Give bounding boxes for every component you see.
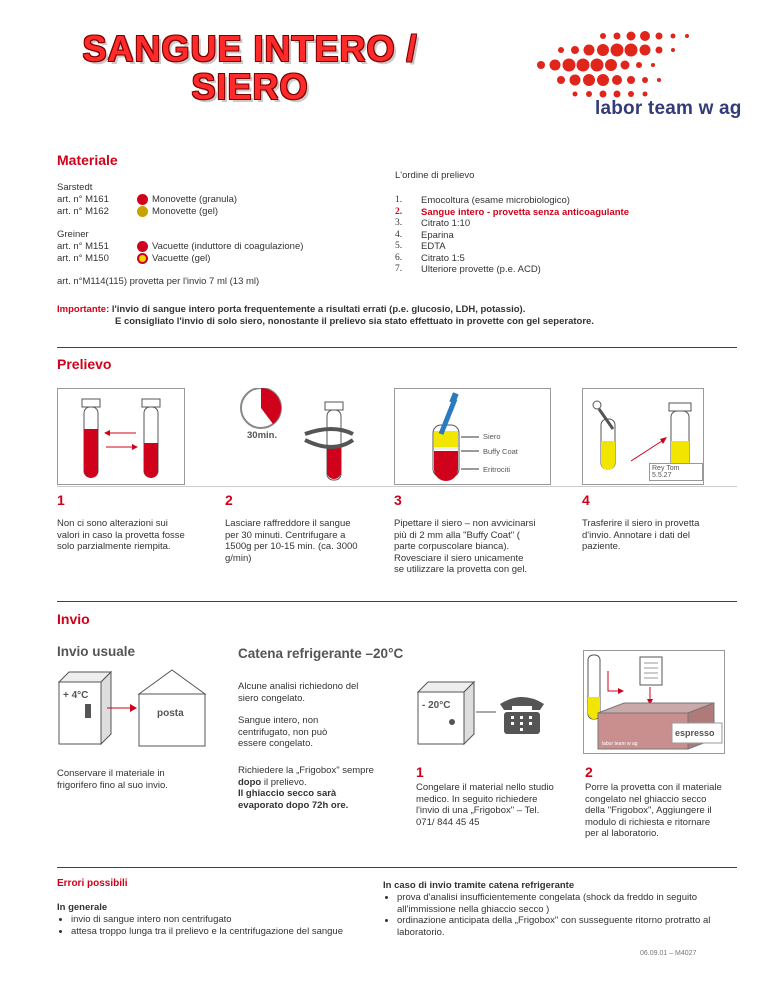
m114-line: art. n°M114(115) provetta per l'invio 7 …	[57, 276, 260, 287]
invio-usuale-heading: Invio usuale	[57, 644, 136, 659]
art-number: art. n° M162	[57, 206, 109, 217]
step-text: Non ci sono alterazioni sui valori in ca…	[57, 518, 185, 552]
ordine-list: 1.Emocoltura (esame microbiologico) 2.Sa…	[395, 195, 725, 276]
step-number: 2	[225, 492, 233, 508]
ordine-heading: L'ordine di prelievo	[395, 170, 475, 181]
step-text: Pipettare il siero – non avvicinarsi più…	[394, 518, 536, 575]
list-item: 1.Emocoltura (esame microbiologico)	[395, 195, 570, 206]
list-item: 7.Ulteriore provette (p.e. ACD)	[395, 264, 541, 275]
red-dot-icon	[137, 240, 148, 252]
frigobox-illustration: espresso labor team w ag	[583, 650, 725, 754]
fridge-post-icon	[57, 669, 207, 747]
title-line-2: SIERO	[191, 66, 309, 107]
usuale-text: Conservare il materiale in frigorifero f…	[57, 768, 168, 791]
importante-note: Importante: l'invio di sangue intero por…	[57, 304, 737, 327]
posta-label: posta	[157, 708, 184, 719]
art-number: art. n° M151	[57, 240, 109, 252]
dots-logo-icon	[537, 31, 689, 98]
layer-label-buffy: Buffy Coat	[483, 447, 518, 456]
page-title: SANGUE INTERO / SIERO	[40, 30, 460, 106]
divider	[57, 601, 737, 602]
list-item: invio di sangue intero non centrifugato	[71, 914, 371, 926]
box-label: labor team w ag	[602, 741, 638, 747]
sarstedt-row-2: art. n° M162 Monovette (gel)	[57, 206, 367, 218]
brand-name: labor team w ag	[595, 98, 742, 119]
importante-line-2: E consigliato l'invio di solo siero, non…	[115, 315, 594, 327]
freezer-illustration: - 20°C	[416, 668, 566, 748]
list-item: 5.EDTA	[395, 241, 446, 252]
sarstedt-name: Sarstedt	[57, 182, 93, 193]
list-item: prova d'analisi insufficientemente conge…	[397, 892, 747, 915]
tube-label: Rey Tom 5.5.27	[649, 463, 703, 481]
list-item: 4.Eparina	[395, 229, 454, 241]
sarstedt-block: Sarstedt art. n° M161 Monovette (granula…	[57, 182, 367, 218]
step-number: 1	[416, 764, 424, 780]
catena-heading: Catena refrigerante –20°C	[238, 646, 404, 661]
step-1-illustration	[57, 388, 185, 485]
greiner-row-2: art. n° M150 Vacuette (gel)	[57, 253, 387, 265]
catena-errori-list: prova d'analisi insufficientemente conge…	[383, 892, 747, 938]
importante-label: Importante:	[57, 304, 110, 315]
fridge-illustration: + 4°C posta	[57, 668, 207, 748]
yellow-ring-dot-icon	[137, 253, 148, 264]
invio-heading: Invio	[57, 611, 90, 627]
catena-p2: Sangue intero, non centrifugato, non può…	[238, 715, 328, 749]
sarstedt-row-1: art. n° M161 Monovette (granula)	[57, 193, 367, 206]
step-4-illustration: Rey Tom 5.5.27	[582, 388, 704, 485]
catena-errori-heading: In caso di invio tramite catena refriger…	[383, 880, 575, 891]
divider	[57, 347, 737, 348]
freezer-phone-icon	[416, 680, 544, 746]
list-item: 3.Citrato 1:10	[395, 218, 471, 229]
pipette-tube-icon	[432, 392, 479, 481]
blood-tubes-icon	[81, 398, 161, 478]
gold-dot-icon	[137, 206, 148, 217]
frigobox-icon	[587, 654, 723, 750]
materiale-heading: Materiale	[57, 152, 118, 168]
greiner-block: Greiner art. n° M151 Vacuette (induttore…	[57, 229, 387, 265]
brand-logo: labor team w ag	[525, 28, 745, 128]
step-number: 2	[585, 764, 593, 780]
layer-label-eritrociti: Eritrociti	[483, 465, 511, 474]
material-label: Monovette (gel)	[152, 206, 219, 217]
step-3-illustration: Siero Buffy Coat Eritrociti	[394, 388, 551, 485]
centrifuge-timer-icon	[240, 387, 355, 481]
layer-label-siero: Siero	[483, 432, 501, 441]
art-number: art. n° M150	[57, 253, 109, 264]
step-number: 1	[57, 492, 65, 508]
transfer-tube-icon	[592, 400, 692, 476]
step-text: Congelare il material nello studio medic…	[416, 782, 554, 828]
list-item: 6.Citrato 1:5	[395, 252, 465, 264]
list-item: attesa troppo lunga tra il prelievo e la…	[71, 926, 371, 938]
material-label: Vacuette (gel)	[152, 253, 211, 264]
step-text: Porre la provetta con il materiale conge…	[585, 782, 722, 839]
errori-heading: Errori possibili	[57, 878, 128, 889]
step-text: Trasferire il siero in provetta d'invio.…	[582, 518, 700, 552]
divider	[57, 486, 737, 487]
prelievo-heading: Prelievo	[57, 356, 112, 372]
freezer-temp: - 20°C	[422, 700, 451, 711]
material-label: Monovette (granula)	[152, 193, 238, 205]
list-item: ordinazione anticipata della „Frigobox" …	[397, 915, 747, 938]
espresso-label: espresso	[675, 728, 715, 738]
timer-label: 30min.	[247, 430, 278, 441]
catena-p1: Alcune analisi richiedono del siero cong…	[238, 681, 359, 704]
catena-p3: Richiedere la „Frigobox" sempre dopo il …	[238, 765, 374, 811]
art-number: art. n° M161	[57, 193, 109, 205]
greiner-name: Greiner	[57, 229, 89, 240]
fridge-temp: + 4°C	[63, 690, 89, 701]
list-item: 2.Sangue intero - provetta senza anticoa…	[395, 206, 629, 218]
step-2-illustration: 30min.	[225, 387, 355, 483]
title-line-1: SANGUE INTERO /	[82, 28, 418, 69]
red-dot-icon	[137, 193, 148, 205]
step-number: 3	[394, 492, 402, 508]
footer-code: 06.09.01 – M4027	[640, 950, 697, 957]
step-number: 4	[582, 492, 590, 508]
material-label: Vacuette (induttore di coagulazione)	[152, 240, 304, 252]
step-text: Lasciare raffreddore il sangue per 30 mi…	[225, 518, 358, 564]
divider	[57, 867, 737, 868]
greiner-row-1: art. n° M151 Vacuette (induttore di coag…	[57, 240, 387, 253]
importante-line-1: l'invio di sangue intero porta frequente…	[111, 304, 526, 315]
generale-list: invio di sangue intero non centrifugato …	[57, 914, 371, 937]
generale-heading: In generale	[57, 902, 108, 913]
